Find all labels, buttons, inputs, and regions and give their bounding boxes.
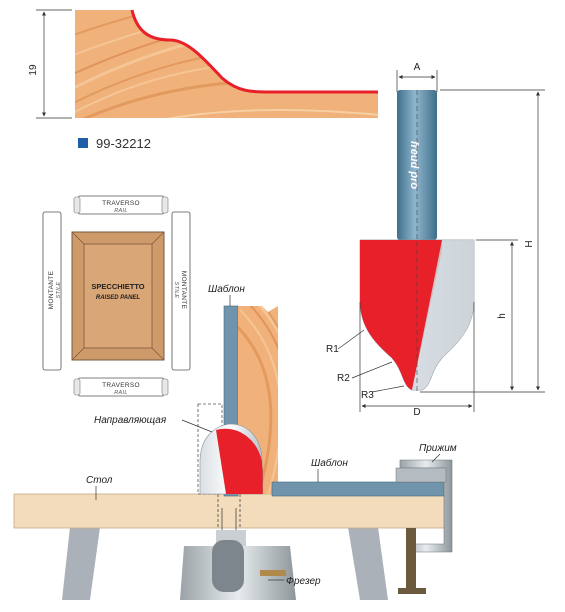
- stile-left-label: MONTANTE: [48, 270, 55, 309]
- panel-subtitle: RAISED PANEL: [96, 295, 141, 301]
- table-leg-right: [348, 527, 388, 600]
- dim-h-total-label: H: [524, 240, 535, 247]
- dim-d-label: D: [413, 407, 420, 418]
- template-top-label: Шаблон: [208, 283, 245, 295]
- radius-3-label: R3: [361, 390, 374, 401]
- radius-2-label: R2: [337, 373, 350, 384]
- clamp: [395, 459, 453, 594]
- profile-cross-section: [75, 9, 378, 118]
- table-leg-left: [62, 527, 100, 600]
- product-code-marker: [78, 138, 88, 148]
- bit-dimensions: A H h D R1 R2 R3: [326, 62, 545, 418]
- radius-1-label: R1: [326, 344, 339, 355]
- panel-title: SPECCHIETTO: [91, 282, 144, 291]
- product-code: 99-32212: [96, 136, 151, 151]
- dim-h-cut-label: h: [497, 313, 508, 319]
- rail-bottom-label: TRAVERSO: [102, 382, 140, 389]
- router-motor: [180, 530, 296, 600]
- template-right-label: Шаблон: [311, 457, 348, 469]
- template-horizontal: [271, 481, 445, 497]
- brand-logo: freud pro: [408, 141, 420, 190]
- stile-right-sublabel: STILE: [173, 282, 179, 299]
- table-top: [13, 493, 447, 529]
- guide-label: Направляющая: [94, 415, 167, 426]
- panel-assembly-diagram: TRAVERSO RAIL TRAVERSO RAIL MONTANTE STI…: [42, 195, 191, 397]
- rail-bottom-sublabel: RAIL: [114, 390, 127, 396]
- router-label: Фрезер: [286, 576, 321, 587]
- height-dimension: 19: [28, 9, 72, 119]
- rail-top-sublabel: RAIL: [114, 208, 127, 214]
- height-label: 19: [28, 64, 39, 76]
- router-bit-in-use: [199, 423, 263, 495]
- rail-top-label: TRAVERSO: [102, 200, 140, 207]
- table-label: Стол: [86, 475, 113, 486]
- dim-a-label: A: [414, 62, 421, 73]
- guide-bearing-outline: [197, 403, 223, 495]
- stile-left-sublabel: STILE: [56, 282, 62, 299]
- stile-right-label: MONTANTE: [180, 271, 187, 310]
- router-bit: freud pro: [359, 90, 475, 392]
- clamp-label: Прижим: [419, 443, 457, 454]
